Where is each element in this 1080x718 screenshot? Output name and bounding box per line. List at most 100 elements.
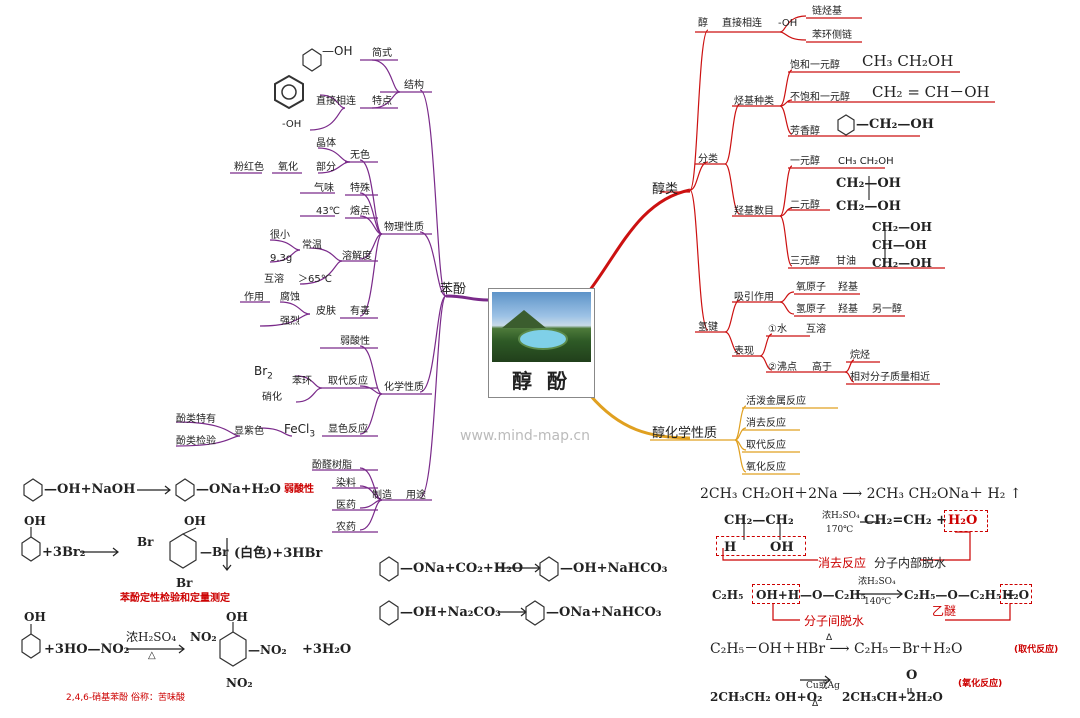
eq-elim-h: H [724, 540, 737, 555]
aromatic-formula: —CH₂—OH [856, 117, 934, 132]
node-alc-miscible[interactable]: 互溶 [806, 324, 826, 335]
node-ring[interactable]: 苯环 [292, 376, 312, 387]
eq-ether-mid: OH+H [756, 588, 800, 602]
node-smell[interactable]: 气味 [314, 183, 334, 194]
node-phenol-test[interactable]: 酚类检验 [176, 436, 216, 447]
node-alcohol-direct[interactable]: 直接相连 [722, 18, 762, 29]
eq-elim-h2o: H₂O [948, 513, 978, 528]
tri-formula-3: CH₂—OH [872, 256, 932, 270]
eq-nitro-cond: 浓H₂SO₄ [126, 630, 177, 644]
node-strong[interactable]: 强烈 [280, 316, 300, 327]
node-high[interactable]: 高于 [812, 362, 832, 373]
landscape-image [492, 292, 591, 362]
node-side-chain[interactable]: 苯环侧链 [812, 30, 852, 41]
di-formula-1: CH₂—OH [836, 176, 901, 191]
eq-na2co3-lhs: —OH+Na₂CO₃ [400, 605, 501, 620]
node-pink[interactable]: 粉红色 [234, 162, 264, 173]
node-corrode[interactable]: 腐蚀 [280, 292, 300, 303]
node-oxidation[interactable]: 氧化反应 [746, 462, 786, 473]
node-skin[interactable]: 皮肤 [316, 306, 336, 317]
node-di[interactable]: 二元醇 [790, 200, 820, 211]
node-oh-count[interactable]: 羟基数目 [734, 206, 774, 217]
node-alcohol-oh[interactable]: -OH [778, 18, 798, 29]
node-resin[interactable]: 酚醛树脂 [312, 460, 352, 471]
node-alcohol-def[interactable]: 醇 [698, 18, 708, 29]
node-special[interactable]: 特殊 [350, 183, 370, 194]
node-phenol-char[interactable]: 酚类特有 [176, 414, 216, 425]
node-colorless[interactable]: 无色 [350, 150, 370, 161]
node-pesticide[interactable]: 农药 [336, 522, 356, 533]
eq-ether-note: 分子间脱水 [804, 614, 865, 628]
node-substitution[interactable]: 取代反应 [328, 376, 368, 387]
node-toxic[interactable]: 有毒 [350, 306, 370, 317]
eq-ox-lhs: 2CH₃CH₂ OH+O₂ [710, 690, 823, 704]
eq-br-caption: 苯酚定性检验和定量测定 [120, 593, 230, 604]
node-classify[interactable]: 分类 [698, 154, 718, 165]
eq-elim-note: 分子内部脱水 [874, 556, 947, 570]
node-partial[interactable]: 部分 [316, 162, 336, 173]
node-alcohol[interactable]: 醇类 [652, 182, 679, 197]
node-structure[interactable]: 结构 [404, 80, 424, 91]
node-miscible[interactable]: 互溶 [264, 274, 284, 285]
node-oxidize[interactable]: 氧化 [278, 162, 298, 173]
node-nitration[interactable]: 硝化 [262, 392, 282, 403]
eq-ox-o: O [906, 668, 918, 683]
node-physical[interactable]: 物理性质 [384, 222, 424, 233]
node-simple[interactable]: 简式 [372, 48, 392, 59]
eq-elim-rhs: CH₂=CH₂ + [864, 513, 947, 528]
node-mp-val[interactable]: 43℃ [316, 206, 340, 217]
node-direct[interactable]: 直接相连 [316, 96, 356, 107]
center-node[interactable]: 醇 酚 [488, 288, 595, 398]
node-hydroxyl[interactable]: 羟基 [838, 282, 858, 293]
node-active-metal[interactable]: 活泼金属反应 [746, 396, 806, 407]
node-temp65[interactable]: ＞65℃ [298, 274, 332, 285]
node-crystal[interactable]: 晶体 [316, 138, 336, 149]
node-hydrocarbon-type[interactable]: 烃基种类 [734, 96, 774, 107]
node-purple[interactable]: 显紫色 [234, 426, 264, 437]
node-another[interactable]: 另一醇 [872, 304, 902, 315]
node-color-rxn[interactable]: 显色反应 [328, 424, 368, 435]
node-alkane[interactable]: 烷烃 [850, 350, 870, 361]
node-solubility[interactable]: 溶解度 [342, 251, 372, 262]
node-oh[interactable]: -OH [282, 119, 302, 130]
eq-co2-lhs: —ONa+CO₂+H₂O [400, 561, 524, 576]
node-feature[interactable]: 特点 [372, 96, 392, 107]
node-glycerol[interactable]: 甘油 [836, 256, 856, 267]
node-use[interactable]: 用途 [406, 490, 426, 501]
node-water[interactable]: ①水 [768, 324, 787, 335]
node-mass[interactable]: 9.3g [270, 253, 293, 264]
node-chain[interactable]: 链烃基 [812, 6, 842, 17]
node-mono[interactable]: 一元醇 [790, 156, 820, 167]
node-medicine[interactable]: 医药 [336, 500, 356, 511]
node-o-atom[interactable]: 氧原子 [796, 282, 826, 293]
node-mp[interactable]: 熔点 [350, 206, 370, 217]
node-show[interactable]: 表现 [734, 346, 754, 357]
eq-br-1: Br [137, 535, 154, 549]
node-effect[interactable]: 作用 [244, 292, 264, 303]
node-similar-mass[interactable]: 相对分子质量相近 [850, 372, 930, 383]
node-normal-temp[interactable]: 常温 [302, 240, 322, 251]
node-fecl3[interactable]: FeCl3 [284, 422, 316, 440]
node-little[interactable]: 很小 [270, 230, 290, 241]
node-bp[interactable]: ②沸点 [768, 362, 797, 373]
eq-co2-rhs: —OH+NaHCO₃ [560, 561, 668, 576]
node-weak-acid[interactable]: 弱酸性 [340, 336, 370, 347]
node-chemical[interactable]: 化学性质 [384, 382, 424, 393]
node-saturated[interactable]: 饱和一元醇 [790, 60, 840, 71]
node-make[interactable]: 制造 [372, 490, 392, 501]
node-br2[interactable]: Br2 [254, 364, 273, 382]
node-h-atom[interactable]: 氢原子 [796, 304, 826, 315]
node-elimination[interactable]: 消去反应 [746, 418, 786, 429]
node-hydroxyl-2[interactable]: 羟基 [838, 304, 858, 315]
node-alcohol-chem[interactable]: 醇化学性质 [652, 426, 718, 441]
eq-br-2: —Br [200, 545, 229, 559]
node-hbond[interactable]: 氢键 [698, 322, 718, 333]
node-alc-substitution[interactable]: 取代反应 [746, 440, 786, 451]
branch-phenol [445, 294, 489, 302]
node-attract[interactable]: 吸引作用 [734, 292, 774, 303]
node-phenol[interactable]: 苯酚 [440, 282, 467, 297]
node-aromatic[interactable]: 芳香醇 [790, 126, 820, 137]
node-unsaturated[interactable]: 不饱和一元醇 [790, 92, 850, 103]
node-dye[interactable]: 染料 [336, 478, 356, 489]
node-tri[interactable]: 三元醇 [790, 256, 820, 267]
